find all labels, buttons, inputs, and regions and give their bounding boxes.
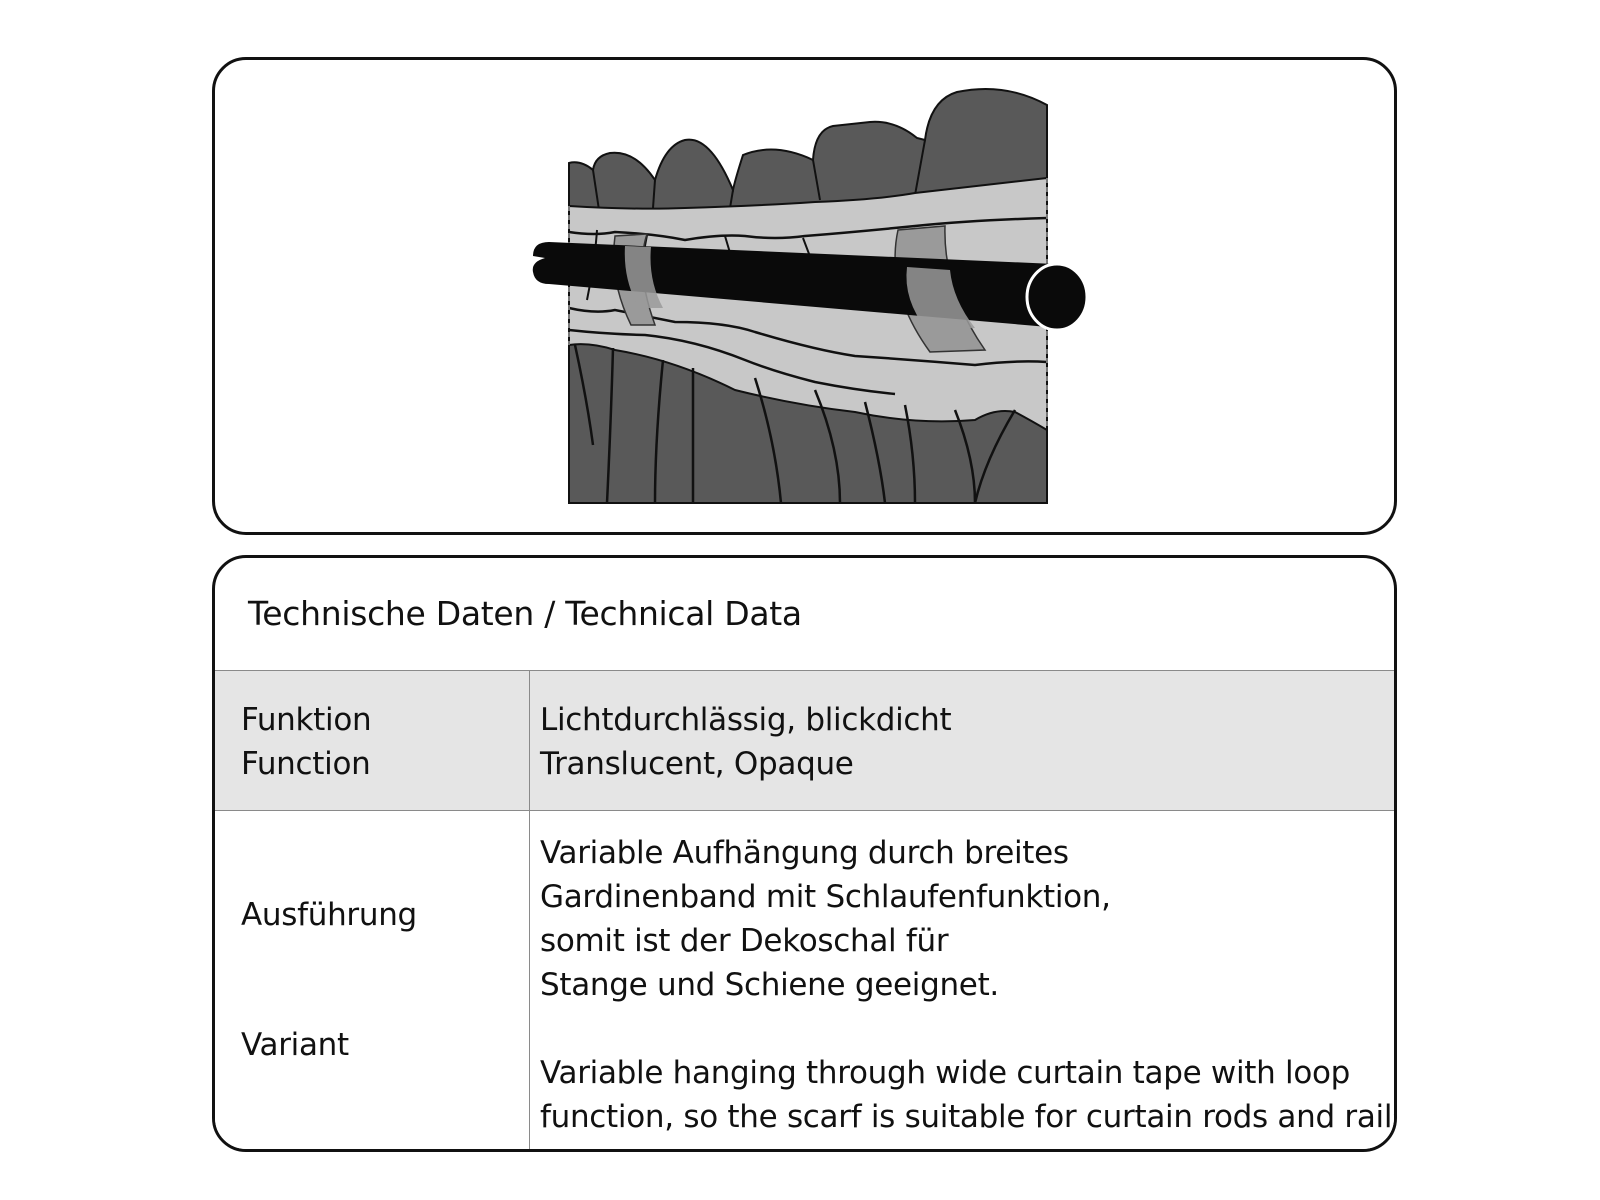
variant-value-de-line: somit ist der Dekoschal für: [540, 923, 949, 959]
variant-value-de-line: Variable Aufhängung durch breites: [540, 835, 1069, 871]
variant-label-cell: Ausführung Variant: [215, 811, 530, 1149]
variant-label-en: Variant: [241, 1027, 349, 1063]
curtain-scallop-lines: [592, 139, 926, 211]
tape-seam-lines: [568, 216, 1048, 396]
curtain-on-rod-illustration: [532, 87, 1089, 504]
table-row-variant: Ausführung Variant Variable Aufhängung d…: [215, 811, 1397, 1149]
variant-value-de-line: Stange und Schiene geeignet.: [540, 967, 999, 1003]
technical-data-title: Technische Daten / Technical Data: [248, 594, 802, 633]
curtain-drawing: [532, 87, 1089, 504]
curtain-rod-end: [1025, 262, 1089, 332]
function-value-de: Lichtdurchlässig, blickdicht: [540, 702, 952, 738]
loop-left-front: [624, 246, 663, 308]
variant-value-en-line: Variable hanging through wide curtain ta…: [540, 1055, 1351, 1091]
table-row-function: Funktion Function Lichtdurchlässig, blic…: [215, 671, 1394, 811]
curtain-fold-lines: [573, 344, 1017, 504]
function-value-cell: Lichtdurchlässig, blickdicht Translucent…: [530, 671, 1394, 810]
function-value-en: Translucent, Opaque: [540, 746, 854, 782]
function-label-cell: Funktion Function: [215, 671, 530, 810]
technical-data-panel: Technische Daten / Technical Data Funkti…: [212, 555, 1397, 1152]
function-label-de: Funktion: [241, 702, 372, 738]
loop-right-front: [906, 267, 975, 330]
technical-data-table: Funktion Function Lichtdurchlässig, blic…: [215, 670, 1397, 1149]
variant-value-en-line: function, so the scarf is suitable for c…: [540, 1099, 1397, 1135]
illustration-panel: [212, 57, 1397, 535]
variant-label-de: Ausführung: [241, 897, 417, 933]
variant-value-de-line: Gardinenband mit Schlaufenfunktion,: [540, 879, 1111, 915]
function-label-en: Function: [241, 746, 371, 782]
variant-value-cell: Variable Aufhängung durch breites Gardin…: [530, 811, 1397, 1149]
